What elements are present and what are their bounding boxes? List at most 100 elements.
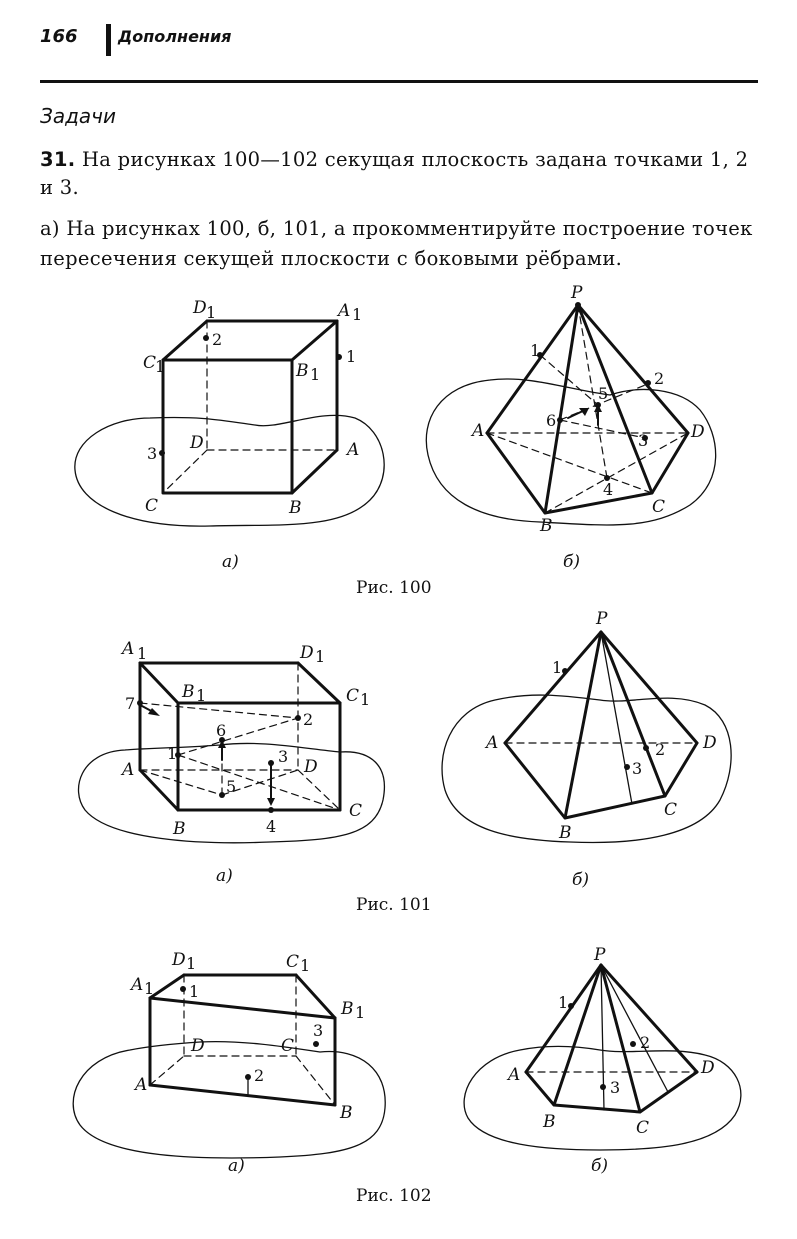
fig101-a-point-6: 6 xyxy=(216,721,226,740)
fig100-sub-b: б) xyxy=(563,552,580,572)
fig100-a-point-2: 2 xyxy=(212,330,222,349)
fig100-b-point-4: 4 xyxy=(603,480,613,499)
fig100-a-label-A1: A xyxy=(336,301,350,321)
header-divider xyxy=(106,24,111,56)
fig101-b-point-2: 2 xyxy=(655,740,665,759)
fig101-b-point-3: 3 xyxy=(632,759,642,778)
fig102-a-label-D: D xyxy=(190,1036,205,1056)
fig102-a-sub-A1: 1 xyxy=(144,979,154,998)
section-title: Задачи xyxy=(40,104,116,128)
fig100-a-label-B1: B xyxy=(295,361,309,381)
fig101-a-label-C1: C xyxy=(346,686,359,706)
fig102-b-pyramid: P 1 2 A D 3 B C xyxy=(463,945,742,1151)
fig100-a-label-A: A xyxy=(345,440,359,460)
fig101-b-label-P: P xyxy=(595,609,608,629)
fig101-a-label-A1: A xyxy=(120,639,134,659)
fig100-caption: Рис. 100 xyxy=(356,578,432,598)
fig102-a-label-A1: A xyxy=(129,975,143,995)
fig100-b-plane xyxy=(425,378,717,526)
fig102-b-points xyxy=(568,1003,636,1090)
fig102-a-sub-C1: 1 xyxy=(300,956,310,975)
fig102-a-hidden-edges xyxy=(149,974,336,1106)
problem-31: 31. На рисунках 100—102 секущая плоскост… xyxy=(40,146,760,202)
fig100-b-label-C: C xyxy=(652,497,665,517)
fig101-a-sub-A1: 1 xyxy=(137,644,147,663)
page-header: 166 Дополнения xyxy=(40,24,758,56)
fig101-a-sub-C1: 1 xyxy=(360,690,370,709)
fig101-a-point-3: 3 xyxy=(278,747,288,766)
fig102-b-label-P: P xyxy=(593,945,606,965)
fig102-b-point-1: 1 xyxy=(558,993,568,1012)
fig101-b-label-C: C xyxy=(664,800,677,820)
fig101-a-plane xyxy=(77,742,385,844)
fig100-b-visible-edges xyxy=(485,303,690,515)
fig102-b-label-B: B xyxy=(542,1112,556,1132)
fig100-a-sub-A1: 1 xyxy=(352,305,362,324)
fig101-a-prism: A 1 D 1 B 1 C 1 7 6 2 1 3 5 4 A D B C xyxy=(77,639,385,844)
fig102-b-point-3: 3 xyxy=(610,1078,620,1097)
fig100-a-sub-B1: 1 xyxy=(310,365,320,384)
fig100-a-sub-D1: 1 xyxy=(206,303,216,322)
fig101-a-label-B1: B xyxy=(181,682,195,702)
fig100-b-point-1: 1 xyxy=(530,341,540,360)
problem-number: 31. xyxy=(40,148,76,171)
fig100-b-points xyxy=(537,302,651,481)
fig101-a-points xyxy=(137,700,301,813)
fig100-a-point-3: 3 xyxy=(147,444,157,463)
fig101-a-label-C: C xyxy=(349,801,362,821)
fig100-a-label-B: B xyxy=(288,498,302,518)
problem-text: На рисунках 100—102 секущая плоскость за… xyxy=(40,148,749,199)
fig101-a-point-1: 1 xyxy=(167,744,177,763)
fig101-b-point-1: 1 xyxy=(552,658,562,677)
fig101-a-point-4: 4 xyxy=(266,817,276,836)
fig102-b-visible-edges xyxy=(524,963,699,1114)
fig100-a-label-D: D xyxy=(189,433,204,453)
fig100-a-visible-edges xyxy=(161,319,339,495)
fig100-b-point-2: 2 xyxy=(654,369,664,388)
fig100-a-point-1: 1 xyxy=(346,347,356,366)
fig102-a-points xyxy=(180,986,319,1080)
fig101-b-visible-edges xyxy=(503,630,699,820)
fig100-a-hidden-edges xyxy=(162,320,338,494)
fig102-a-visible-edges xyxy=(148,973,337,1107)
fig100-b-pyramid: P A D B C 1 2 3 4 5 6 xyxy=(425,283,717,536)
fig101-a-label-D: D xyxy=(303,757,318,777)
fig100-b-label-B: B xyxy=(539,516,553,536)
fig102-a-point-2: 2 xyxy=(254,1066,264,1085)
fig102-a-sub-B1: 1 xyxy=(355,1003,365,1022)
fig100-a-label-C: C xyxy=(145,496,158,516)
fig101-b-pyramid: P 1 A D 2 3 B C xyxy=(441,609,732,844)
fig102-a-label-B1: B xyxy=(340,999,354,1019)
fig100-a-label-D1: D xyxy=(192,298,207,318)
fig102-sub-b: б) xyxy=(591,1156,608,1176)
fig102-b-label-D: D xyxy=(700,1058,715,1078)
fig100-a-sub-C1: 1 xyxy=(155,357,165,376)
fig102-a-prism: D 1 C 1 A 1 1 B 1 3 D C 2 A B xyxy=(72,950,386,1159)
header-rule xyxy=(40,80,758,83)
fig102-a-point-3: 3 xyxy=(313,1021,323,1040)
fig102-a-sub-D1: 1 xyxy=(186,954,196,973)
fig100-a-points xyxy=(159,335,342,456)
fig100-b-label-A: A xyxy=(470,421,484,441)
fig101-caption: Рис. 101 xyxy=(356,895,432,915)
fig101-b-label-B: B xyxy=(558,823,572,843)
fig102-b-point-2: 2 xyxy=(640,1033,650,1052)
fig100-b-point-6: 6 xyxy=(546,411,556,430)
fig102-b-label-A: A xyxy=(506,1065,520,1085)
task-a-text: а) На рисунках 100, б, 101, а прокоммент… xyxy=(40,217,753,270)
fig100-b-point-5: 5 xyxy=(598,384,608,403)
fig100-a-label-C1: C xyxy=(143,353,156,373)
fig101-b-aux-line xyxy=(600,631,633,805)
fig101-a-label-A: A xyxy=(120,760,134,780)
fig102-a-point-1: 1 xyxy=(189,982,199,1001)
fig102-a-plane xyxy=(72,1040,386,1159)
fig102-a-label-D1: D xyxy=(171,950,186,970)
fig101-a-label-D1: D xyxy=(299,643,314,663)
fig102-b-label-C: C xyxy=(636,1118,649,1138)
fig102-a-label-A: A xyxy=(133,1075,147,1095)
fig100-a-cube: D 1 A 1 C 1 B 1 2 1 3 D A C B xyxy=(74,298,385,527)
fig101-a-point-2: 2 xyxy=(303,710,313,729)
fig101-b-points xyxy=(562,668,649,770)
fig101-sub-b: б) xyxy=(572,870,589,890)
